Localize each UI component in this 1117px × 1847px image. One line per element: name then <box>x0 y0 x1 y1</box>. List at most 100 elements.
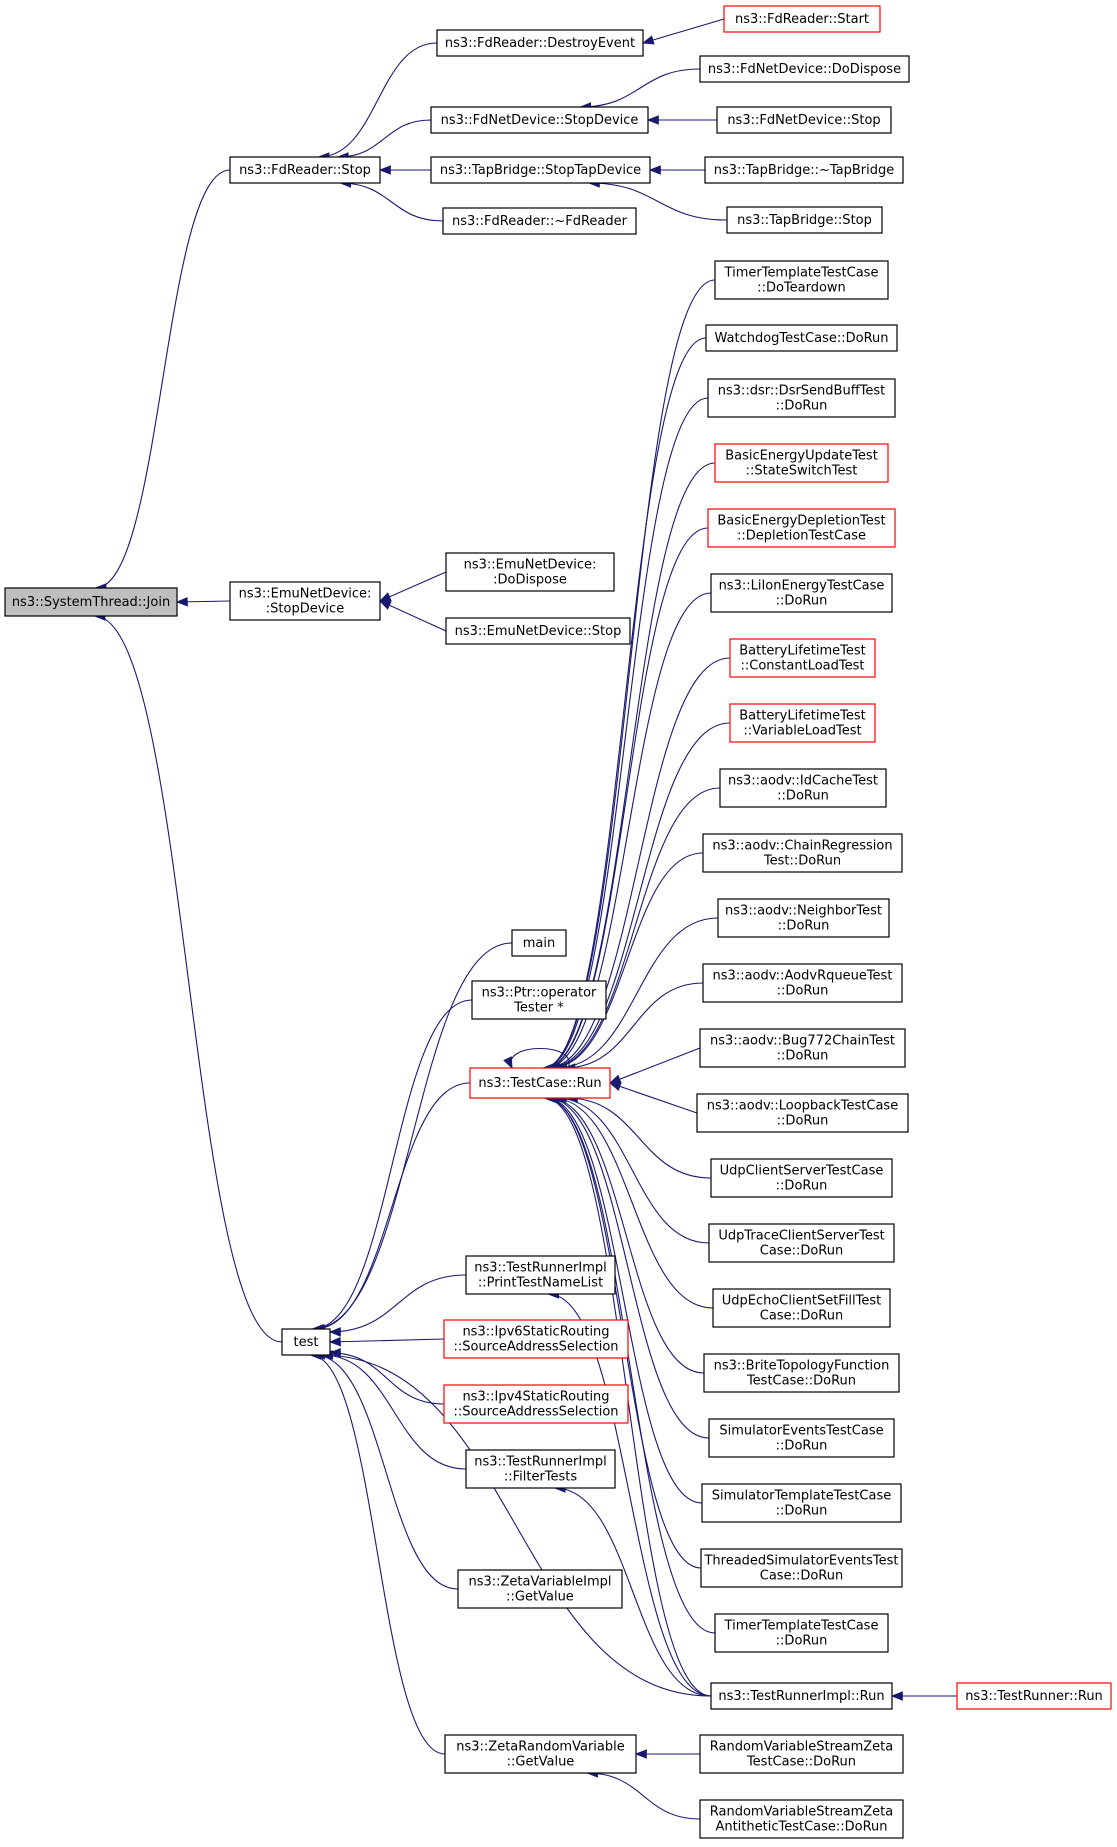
node-label: ::DoRun <box>776 399 828 414</box>
node-fdnd-stopdev[interactable]: ns3::FdNetDevice::StopDevice <box>430 106 649 134</box>
node-tb-stopdev[interactable]: ns3::TapBridge::StopTapDevice <box>430 156 651 184</box>
node-brite[interactable]: ns3::BriteTopologyFunctionTestCase::DoRu… <box>703 1353 900 1393</box>
node-label: ::DoRun <box>776 1439 828 1454</box>
node-label: AntitheticTestCase::DoRun <box>715 1820 887 1835</box>
node-fdr-dtor[interactable]: ns3::FdReader::~FdReader <box>442 207 637 235</box>
node-sim-template[interactable]: SimulatorTemplateTestCase::DoRun <box>701 1483 902 1523</box>
node-label: ::GetValue <box>506 1590 574 1605</box>
edge-udp-echo-to-tc-run <box>550 1093 714 1309</box>
node-label: ns3::FdReader::~FdReader <box>452 214 628 229</box>
node-label: Tester * <box>513 1001 564 1016</box>
node-box <box>714 1613 889 1653</box>
edge-sim-template-to-tc-run <box>544 1093 703 1504</box>
edge-aodv-loop-to-tc-run <box>608 1081 698 1114</box>
node-label: ::DoTeardown <box>757 281 846 296</box>
edge-tri-run-to-tri-print <box>546 1289 712 1697</box>
node-box <box>714 443 889 483</box>
node-aodv-rq[interactable]: ns3::aodv::AodvRqueueTest::DoRun <box>702 963 903 1003</box>
node-ipv6-sas[interactable]: ns3::Ipv6StaticRouting::SourceAddressSel… <box>443 1319 629 1359</box>
node-blt-var[interactable]: BatteryLifetimeTest::VariableLoadTest <box>729 703 876 743</box>
node-aodv-nb[interactable]: ns3::aodv::NeighborTest::DoRun <box>717 898 890 938</box>
node-label: ns3::ZetaRandomVariable <box>456 1740 624 1755</box>
node-label: ns3::EmuNetDevice: <box>239 587 372 602</box>
node-label: ::ConstantLoadTest <box>741 659 865 674</box>
node-watchdog[interactable]: WatchdogTestCase::DoRun <box>705 324 898 352</box>
node-test[interactable]: test <box>281 1328 331 1356</box>
node-tc-run[interactable]: ns3::TestCase::Run <box>469 1067 611 1099</box>
node-label: ns3::aodv::NeighborTest <box>725 904 882 919</box>
node-label: ThreadedSimulatorEventsTest <box>703 1554 898 1569</box>
node-rvs-zeta-anti[interactable]: RandomVariableStreamZetaAntitheticTestCa… <box>699 1799 904 1839</box>
node-fdr-start[interactable]: ns3::FdReader::Start <box>723 5 881 33</box>
node-fdnd-dispose[interactable]: ns3::FdNetDevice::DoDispose <box>699 55 910 83</box>
edge-emu-stop-to-emu-stopdev <box>378 600 447 632</box>
node-emu-stopdev[interactable]: ns3::EmuNetDevice::StopDevice <box>229 581 381 621</box>
node-label: ::DoRun <box>778 919 830 934</box>
node-box <box>719 768 887 808</box>
node-timer-teardown[interactable]: TimerTemplateTestCase::DoTeardown <box>714 260 889 300</box>
node-box <box>699 1028 906 1068</box>
node-label: BatteryLifetimeTest <box>739 644 866 659</box>
node-timer-run[interactable]: TimerTemplateTestCase::DoRun <box>714 1613 889 1653</box>
node-label: BasicEnergyUpdateTest <box>725 449 878 464</box>
node-label: :DoDispose <box>493 573 567 588</box>
node-ipv4-sas[interactable]: ns3::Ipv4StaticRouting::SourceAddressSel… <box>443 1384 629 1424</box>
node-box <box>701 1483 902 1523</box>
node-tb-stop[interactable]: ns3::TapBridge::Stop <box>726 206 883 234</box>
edge-aodv-bug-to-tc-run <box>608 1047 701 1084</box>
node-label: test <box>294 1335 319 1350</box>
node-beu[interactable]: BasicEnergyUpdateTest::StateSwitchTest <box>714 443 889 483</box>
node-aodv-idc[interactable]: ns3::aodv::IdCacheTest::DoRun <box>719 768 887 808</box>
node-label: RandomVariableStreamZeta <box>710 1740 893 1755</box>
node-label: ns3::aodv::Bug772ChainTest <box>710 1034 895 1049</box>
node-fdr-stop[interactable]: ns3::FdReader::Stop <box>229 156 381 184</box>
node-label: ::DoRun <box>777 1049 829 1064</box>
node-label: ns3::TapBridge::StopTapDevice <box>440 163 641 178</box>
node-dsr[interactable]: ns3::dsr::DsrSendBuffTest::DoRun <box>707 378 896 418</box>
node-fdnd-stop[interactable]: ns3::FdNetDevice::Stop <box>716 106 892 134</box>
node-aodv-loop[interactable]: ns3::aodv::LoopbackTestCase::DoRun <box>696 1093 909 1133</box>
node-label: UdpTraceClientServerTest <box>718 1229 884 1244</box>
edge-tc-run-to-test <box>313 1082 471 1334</box>
node-label: ns3::Ptr::operator <box>482 986 597 1001</box>
node-main[interactable]: main <box>511 929 567 957</box>
node-label: ::DoRun <box>777 789 829 804</box>
node-label: ::DoRun <box>776 1504 828 1519</box>
edge-aodv-chain-to-tc-run <box>549 852 704 1073</box>
node-tri-print[interactable]: ns3::TestRunnerImpl::PrintTestNameList <box>465 1255 616 1295</box>
node-emu-dispose[interactable]: ns3::EmuNetDevice::DoDispose <box>445 552 615 592</box>
node-tri-filter[interactable]: ns3::TestRunnerImpl::FilterTests <box>465 1449 616 1489</box>
node-label: ::SourceAddressSelection <box>453 1340 618 1355</box>
node-aodv-bug[interactable]: ns3::aodv::Bug772ChainTest::DoRun <box>699 1028 906 1068</box>
node-label: ns3::FdReader::DestroyEvent <box>445 36 635 51</box>
node-tb-dtor[interactable]: ns3::TapBridge::~TapBridge <box>704 156 904 184</box>
node-label: ns3::FdReader::Start <box>735 12 869 27</box>
node-emu-stop[interactable]: ns3::EmuNetDevice::Stop <box>445 617 631 645</box>
node-label: TestCase::DoRun <box>746 1755 856 1770</box>
edge-fdnd-stopdev-to-fdr-stop <box>336 119 432 162</box>
node-zeta-impl[interactable]: ns3::ZetaVariableImpl::GetValue <box>457 1569 623 1609</box>
node-box <box>704 156 904 184</box>
node-label: ::DoRun <box>776 1179 828 1194</box>
node-sim-events[interactable]: SimulatorEventsTestCase::DoRun <box>708 1418 895 1458</box>
node-blt-const[interactable]: BatteryLifetimeTest::ConstantLoadTest <box>729 638 876 678</box>
node-tr-run[interactable]: ns3::TestRunner::Run <box>956 1682 1112 1710</box>
node-udp-cs[interactable]: UdpClientServerTestCase::DoRun <box>710 1158 893 1198</box>
node-tri-run[interactable]: ns3::TestRunnerImpl::Run <box>710 1682 893 1710</box>
node-box <box>443 1384 629 1424</box>
node-box <box>444 1734 637 1774</box>
node-bed[interactable]: BasicEnergyDepletionTest::DepletionTestC… <box>707 508 896 548</box>
node-fdr-destroy[interactable]: ns3::FdReader::DestroyEvent <box>436 29 644 57</box>
node-zeta-rv[interactable]: ns3::ZetaRandomVariable::GetValue <box>444 1734 637 1774</box>
node-box <box>710 1158 893 1198</box>
node-label: BasicEnergyDepletionTest <box>717 514 885 529</box>
node-box <box>469 1067 611 1099</box>
node-liion[interactable]: ns3::LiIonEnergyTestCase::DoRun <box>710 573 893 613</box>
node-label: ::DoRun <box>777 984 829 999</box>
